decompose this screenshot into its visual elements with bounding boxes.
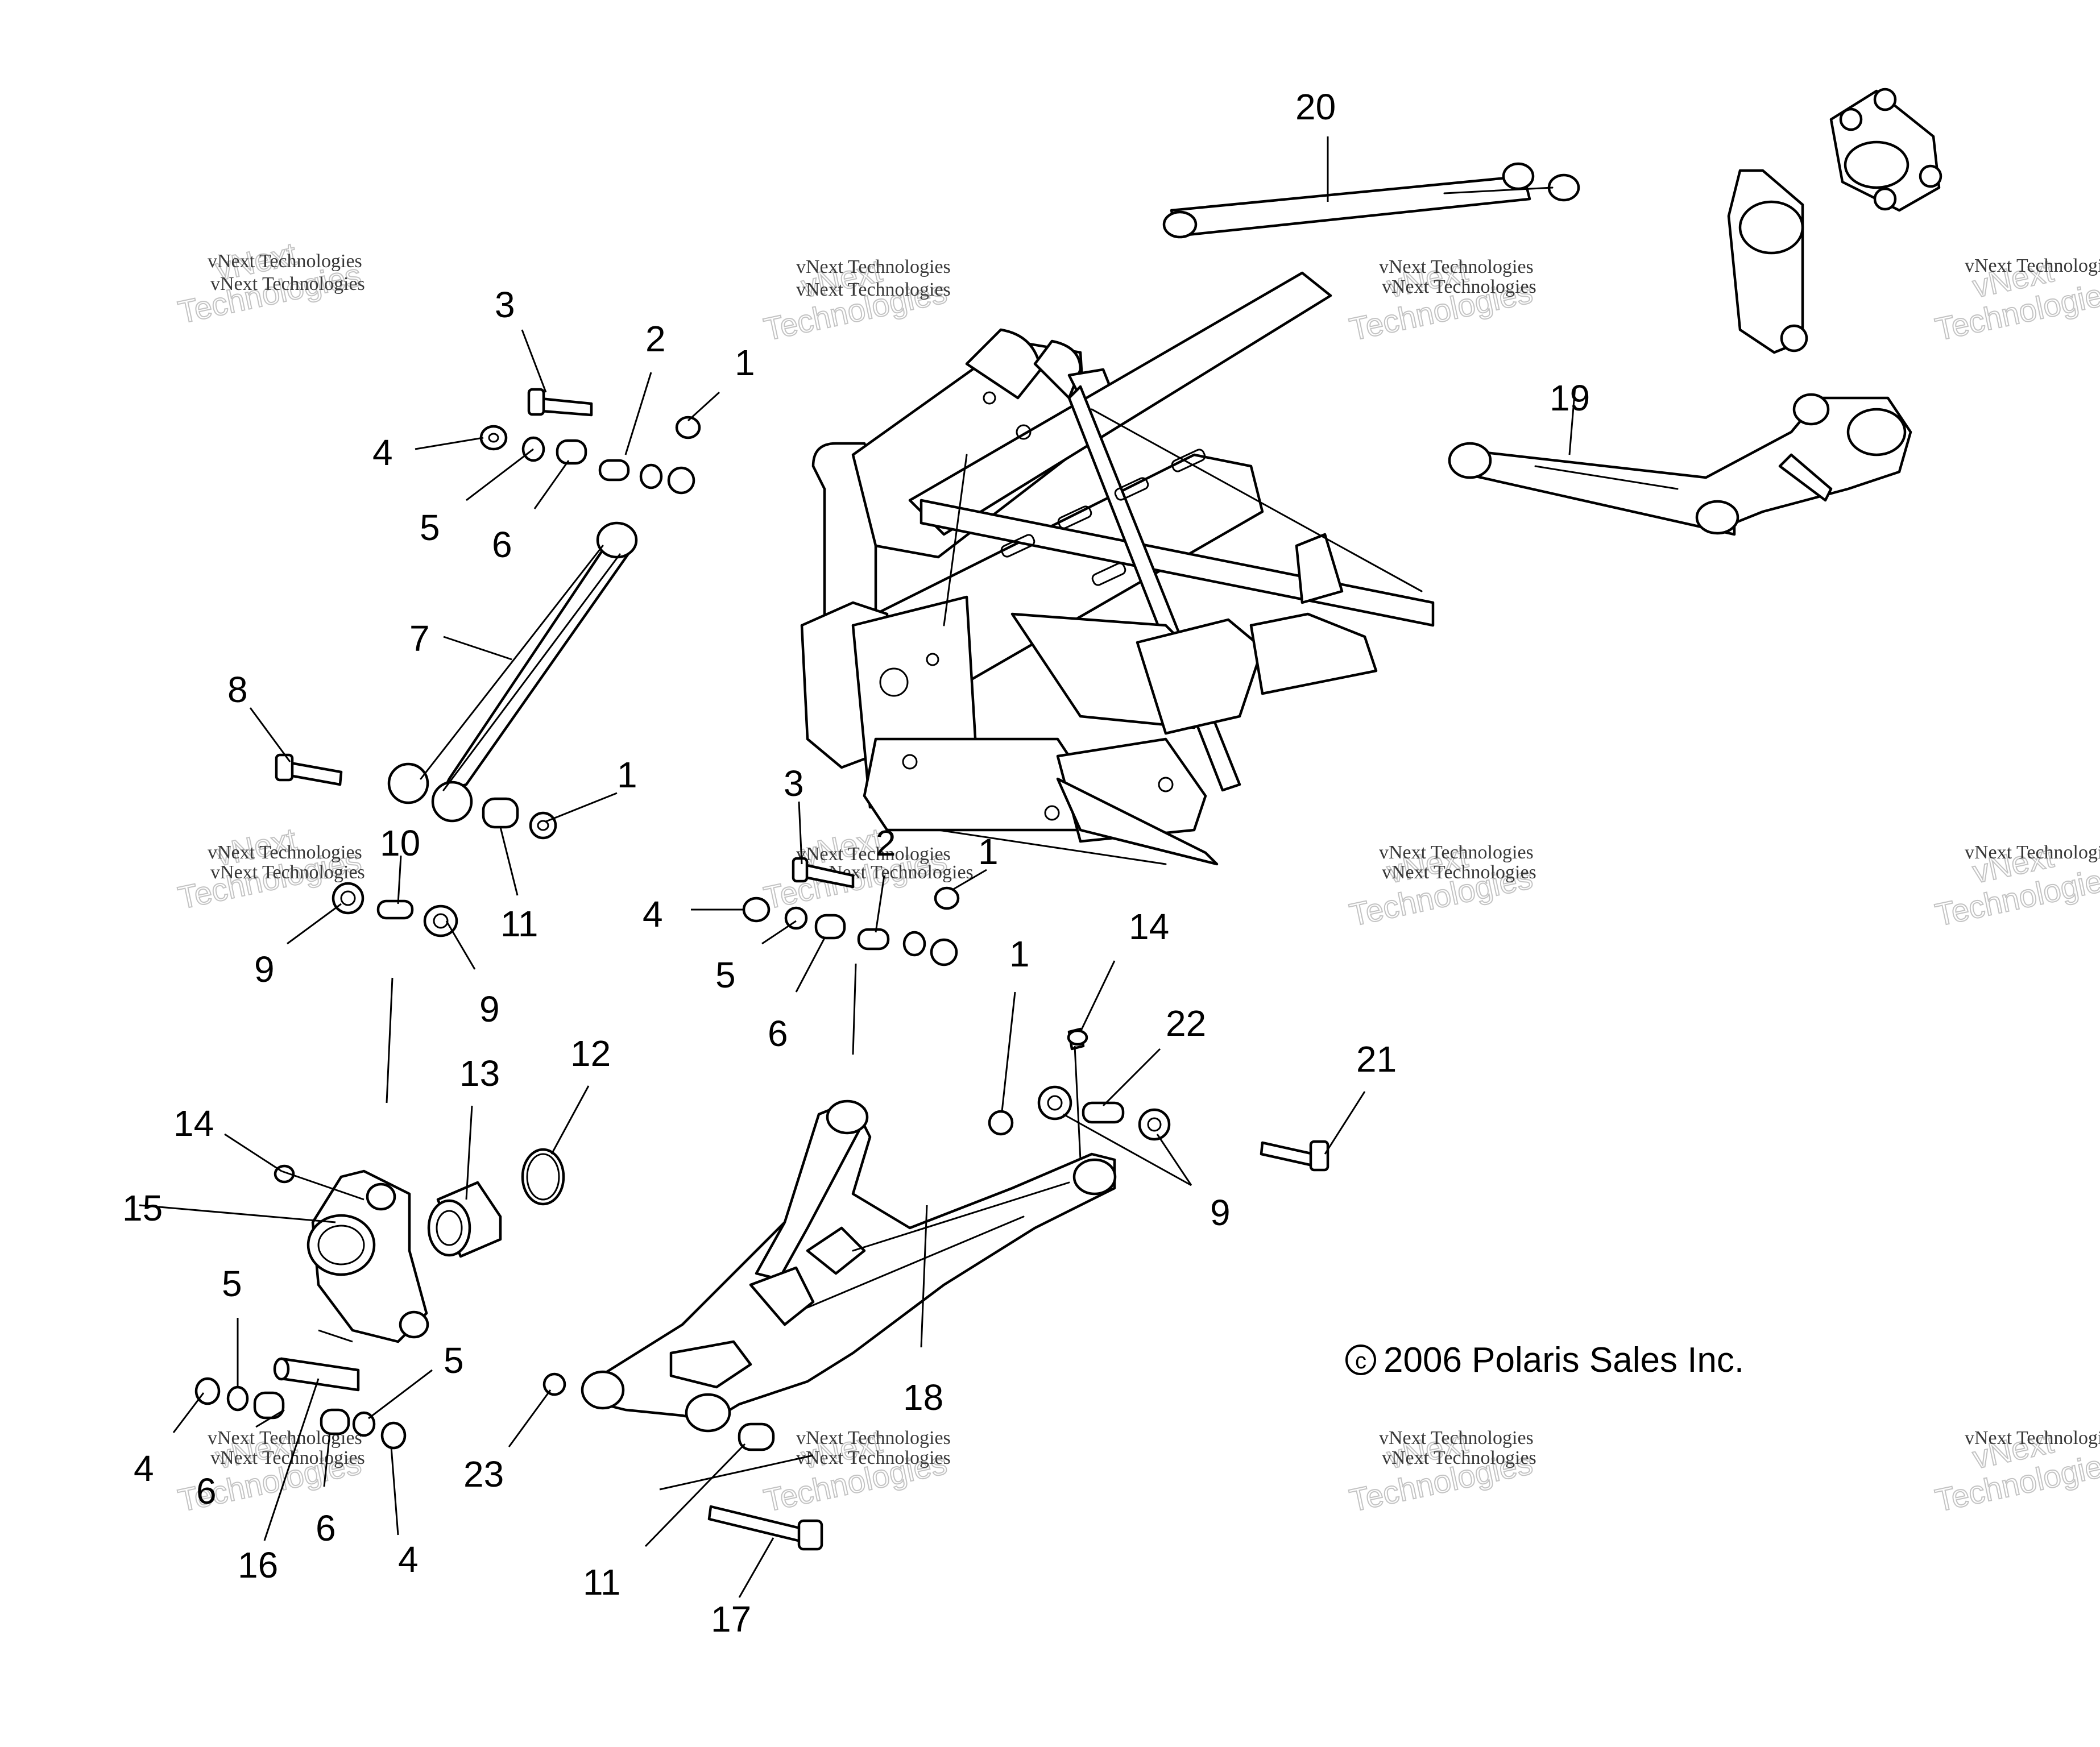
watermark-text: vNext Technologies [1382,276,1536,297]
callout-11: 11 [500,903,538,944]
middle-hardware [742,857,960,966]
copyright-text: 2006 Polaris Sales Inc. [1384,1341,1744,1380]
watermark-text: vNext Technologies [796,844,951,865]
callout-15: 15 [122,1188,163,1229]
callout-7: 7 [409,618,430,659]
part-15-knuckle [274,1164,429,1343]
part-18-lower-a-arm [581,1099,1117,1433]
watermark-text: vNext Technologies [210,862,365,883]
watermark: vNext Technologies [760,1423,951,1519]
callout-16: 16 [238,1545,278,1586]
watermark-text: vNext Technologies [1965,842,2100,863]
callout-2: 2 [645,318,666,359]
part-hub-carrier-top-right [1727,88,1942,354]
watermark-text: vNext Technologies [1965,1428,2100,1449]
callout-9: 9 [479,989,500,1030]
callout-10: 10 [380,823,420,864]
callout-9: 9 [1210,1192,1231,1233]
callout-12: 12 [570,1033,611,1074]
callout-2: 2 [876,823,896,864]
callout-1: 1 [617,754,637,795]
callout-1: 1 [1009,933,1030,974]
callout-5: 5 [222,1263,242,1304]
callout-6: 6 [768,1013,788,1054]
part-7-link-rod [387,521,638,823]
part-13-bearing [427,1181,502,1258]
copyright-symbol-letter: c [1355,1348,1366,1373]
part-9-10-bushings-left [332,882,458,937]
callout-20: 20 [1295,86,1336,127]
a-arm-pivot-hardware [988,1027,1329,1172]
watermark-text: vNext Technologies [1379,842,1534,863]
callout-1: 1 [735,342,755,383]
watermark-text: vNext Technologies [796,1447,951,1468]
callout-5: 5 [715,955,736,995]
callout-1: 1 [978,831,999,872]
frame-assembly [800,271,1435,866]
callout-4: 4 [398,1539,419,1580]
watermark-text: vNext Technologies [210,1447,365,1468]
callout-4: 4 [643,894,663,935]
lower-left-hardware [194,1357,566,1450]
callout-4: 4 [134,1448,154,1489]
callout-14: 14 [173,1103,214,1144]
part-8-11-hardware [275,753,557,840]
callout-19: 19 [1550,377,1590,418]
callout-9: 9 [254,949,275,990]
callout-5: 5 [420,507,440,548]
watermark-text: vNext Technologies [1379,1428,1534,1449]
callout-8: 8 [227,669,248,710]
callout-11: 11 [583,1562,620,1603]
part-12-snap-ring [521,1148,565,1206]
callout-17: 17 [711,1599,751,1640]
callout-14: 14 [1129,906,1169,947]
watermark: vNext Technologies [760,252,951,348]
callout-3: 3 [784,763,804,804]
callout-labels: 20 19 3 2 1 4 5 6 7 8 1 10 11 9 9 3 2 1 … [122,86,1590,1640]
watermark-text: vNext Technologies [796,256,951,277]
part-20-radius-rod [1162,162,1580,239]
part-19-trailing-arm [1448,393,1912,536]
callout-22: 22 [1166,1003,1206,1044]
callout-21: 21 [1356,1039,1397,1080]
watermark-text: vNext Technologies [796,1428,951,1449]
part-11-17-hardware [707,1422,823,1551]
watermark-text: vNext Technologies [210,273,365,294]
callout-6: 6 [316,1508,336,1549]
callout-6: 6 [492,524,512,565]
watermark-text: vNext Technologies [1382,862,1536,883]
callout-13: 13 [459,1053,500,1094]
callout-3: 3 [495,284,515,325]
copyright: c 2006 Polaris Sales Inc. [1345,1341,1744,1380]
watermark-text: vNext Technologies [1379,256,1534,277]
copyright-symbol-circle [1345,1345,1376,1375]
watermark-text: vNext Technologies [1382,1447,1536,1468]
upper-left-hardware [479,388,701,495]
watermark-text: vNext Technologies [208,251,362,272]
callout-6: 6 [196,1471,217,1512]
callout-5: 5 [444,1340,464,1381]
callout-18: 18 [903,1377,943,1418]
leader-lines [139,136,1576,1598]
callout-23: 23 [463,1454,504,1495]
watermark-text: vNext Technologies [1965,255,2100,276]
callout-4: 4 [372,432,393,473]
watermark-text: vNext Technologies [208,842,362,863]
watermark-text: vNext Technologies [796,279,951,300]
